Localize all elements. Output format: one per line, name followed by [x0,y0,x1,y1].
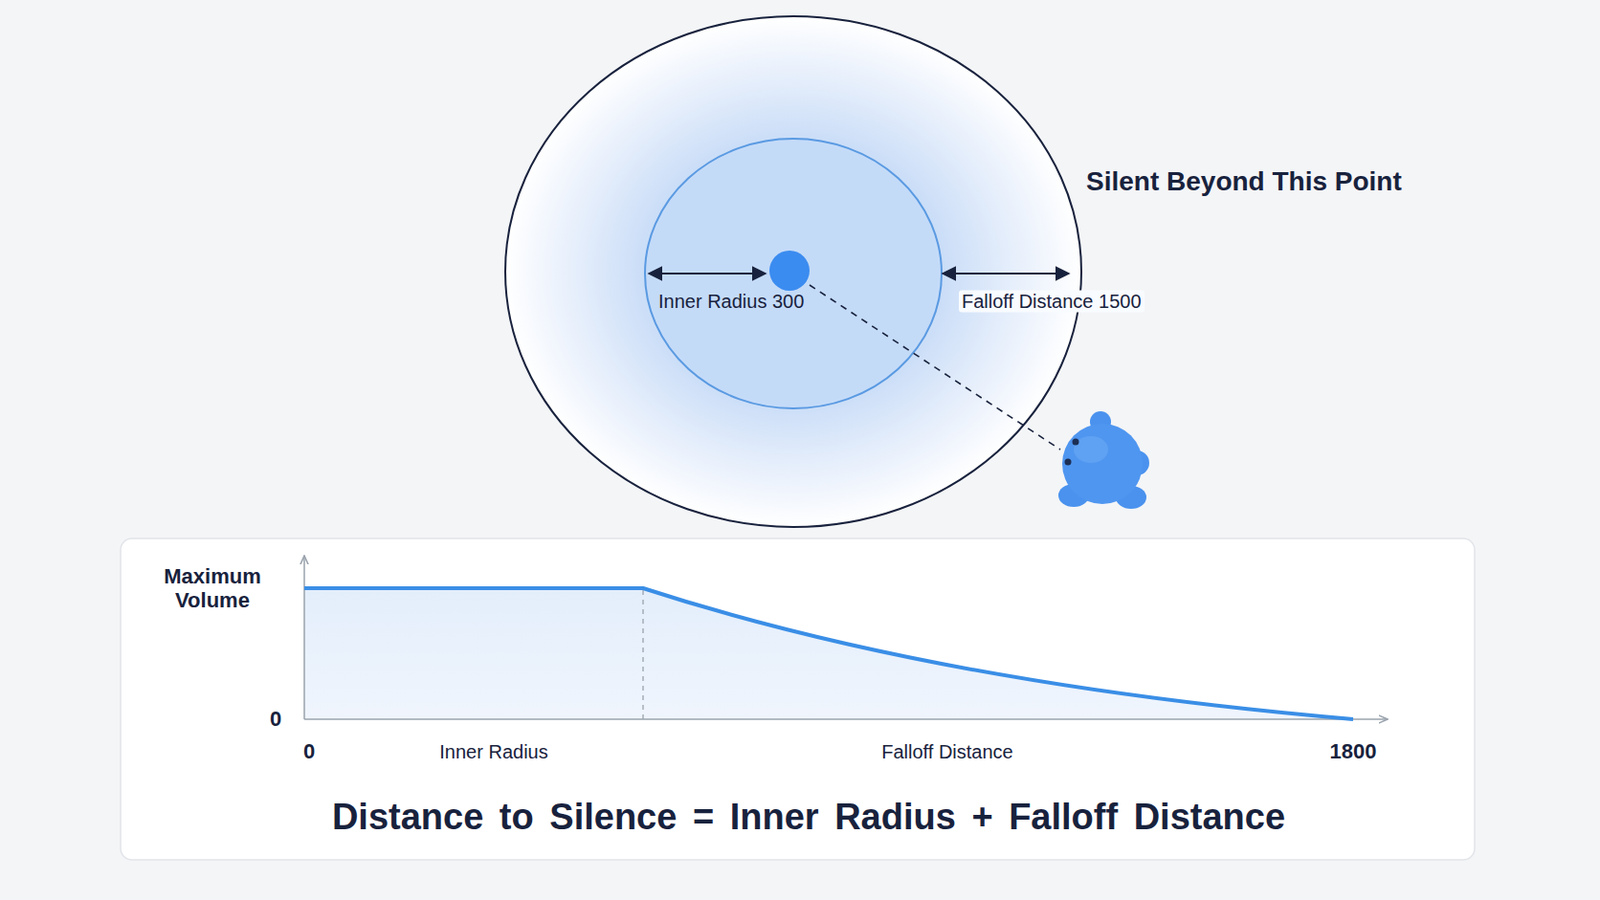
axis-label: Falloff Distance [881,741,1013,764]
listener-character [1058,411,1150,510]
range-caption: Silent Beyond This Point [1086,166,1402,198]
inner-radius-zone [644,138,942,409]
inner-radius-label: Inner Radius 300 [658,290,804,313]
sound-source [769,250,810,291]
inner-radius-marker [642,590,644,720]
axis-tick: 0 [303,739,315,764]
y-axis [303,555,306,720]
falloff-boundary [505,16,1082,528]
falloff-arrow [942,272,1069,275]
distance-formula: Distance to Silence = Inner Radius + Fal… [332,797,1286,840]
chart-panel [120,538,1475,861]
axis-tick: 0 [269,707,282,732]
falloff-label: Falloff Distance 1500 [958,290,1145,313]
axis-label: Inner Radius [439,741,548,764]
inner-radius-arrow [648,272,766,275]
axis-tick: 1800 [1330,739,1378,764]
x-axis [304,718,1388,721]
volume-area [304,588,1354,720]
volume-curve [304,588,1354,720]
axis-title: Maximum Volume [157,564,268,614]
